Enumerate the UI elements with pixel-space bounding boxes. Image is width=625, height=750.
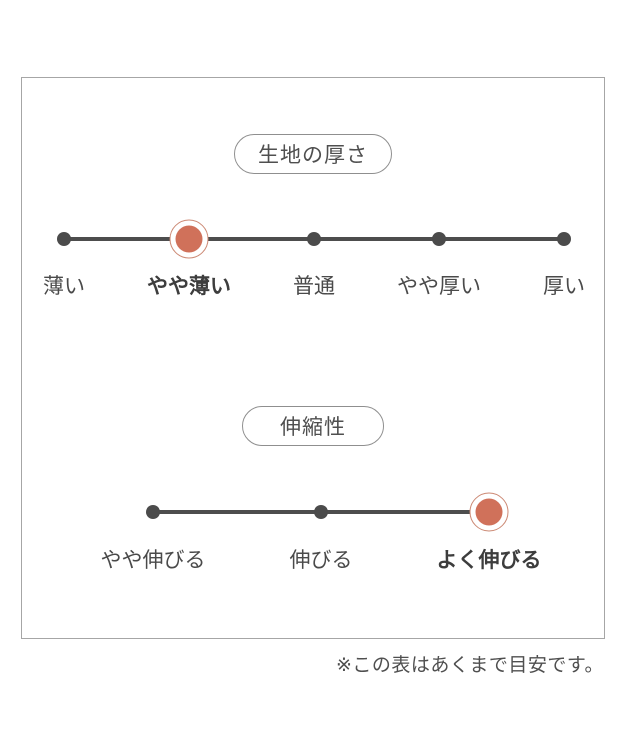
- scale-dot: [57, 232, 71, 246]
- scale-dot: [307, 232, 321, 246]
- scale-label: よく伸びる: [436, 549, 542, 572]
- selected-dot: [175, 225, 203, 253]
- scale-dot: [146, 505, 160, 519]
- scale-label: やや厚い: [397, 275, 481, 298]
- scale-title-pill: 伸縮性: [242, 406, 384, 446]
- scale-label: やや伸びる: [100, 549, 206, 572]
- fabric-thickness-scale: 生地の厚さ薄い やや薄い 普通 やや厚い 厚い: [22, 78, 604, 638]
- selected-dot: [475, 498, 503, 526]
- footnote: ※この表はあくまで目安です。: [335, 655, 604, 676]
- scale-label: 厚い: [543, 275, 585, 298]
- scale-label: 薄い: [43, 275, 85, 298]
- scale-dot: [314, 505, 328, 519]
- scale-title-pill: 生地の厚さ: [234, 134, 392, 174]
- scale-dot: [432, 232, 446, 246]
- spec-panel: 生地の厚さ薄い やや薄い 普通 やや厚い 厚い 伸縮性やや伸びる 伸びる よく伸びる: [21, 77, 605, 639]
- stretchability-scale: 伸縮性やや伸びる 伸びる よく伸びる: [22, 78, 604, 638]
- scale-dot: [557, 232, 571, 246]
- scale-label: 伸びる: [289, 549, 353, 572]
- scale-label: やや薄い: [147, 275, 231, 298]
- scale-label: 普通: [293, 275, 335, 298]
